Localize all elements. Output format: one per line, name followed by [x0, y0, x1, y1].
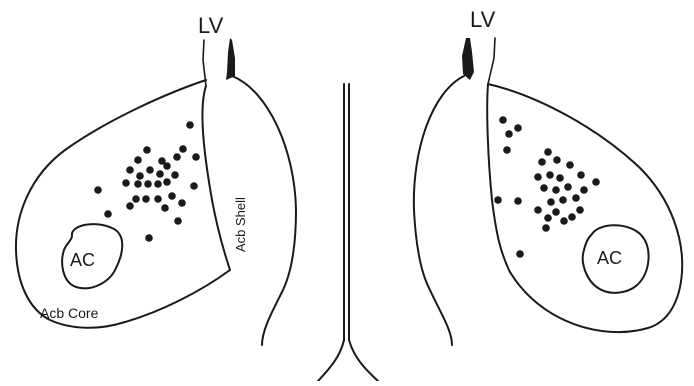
labeled-cell [143, 146, 151, 154]
labeled-cell [132, 195, 140, 203]
labeled-cell [126, 202, 134, 210]
left-lv-label: LV [198, 13, 224, 38]
labeled-cell [560, 217, 568, 225]
labeled-cell [144, 180, 152, 188]
labeled-cell [499, 116, 507, 124]
labeled-cell [104, 210, 112, 218]
labeled-cell [514, 197, 522, 205]
labeled-cell [577, 171, 585, 179]
labeled-cell [173, 153, 181, 161]
right-hemisphere: LV AC [414, 7, 682, 345]
left-accumbens-outline [16, 80, 230, 328]
labeled-cell [566, 161, 574, 169]
left-shell-boundary [202, 86, 230, 270]
right-lv-label: LV [470, 7, 496, 32]
labeled-cell [540, 184, 548, 192]
labeled-cell [126, 166, 134, 174]
labeled-cell [145, 234, 153, 242]
labeled-cell [190, 182, 198, 190]
labeled-cell [134, 180, 142, 188]
right-ac-label: AC [597, 248, 622, 268]
labeled-cell [544, 148, 552, 156]
labeled-cell [163, 162, 171, 170]
labeled-cell [163, 178, 171, 186]
acb-shell-label: Acb Shell [233, 197, 248, 252]
labeled-cell [592, 178, 600, 186]
right-shell-outer-edge [414, 76, 464, 345]
labeled-cell [547, 198, 555, 206]
labeled-cell [186, 121, 194, 129]
labeled-cell [94, 186, 102, 194]
labeled-cell [534, 206, 542, 214]
labeled-cell [568, 213, 576, 221]
left-labeled-cells [94, 121, 200, 242]
labeled-cell [546, 171, 554, 179]
labeled-cell [503, 146, 511, 154]
left-hemisphere: LV AC Acb Core Acb Shell [16, 13, 296, 345]
left-lv-fill [226, 38, 235, 80]
labeled-cell [154, 195, 162, 203]
right-lv-wall [488, 38, 495, 84]
labeled-cell [542, 224, 550, 232]
labeled-cell [156, 170, 164, 178]
labeled-cell [534, 173, 542, 181]
midline-fork-right [349, 340, 378, 381]
labeled-cell [559, 196, 567, 204]
labeled-cell [192, 153, 200, 161]
right-shell-boundary [487, 84, 510, 272]
labeled-cell [178, 199, 186, 207]
labeled-cell [514, 124, 522, 132]
labeled-cell [516, 250, 524, 258]
labeled-cell [576, 206, 584, 214]
labeled-cell [553, 156, 561, 164]
labeled-cell [494, 196, 502, 204]
labeled-cell [564, 183, 572, 191]
labeled-cell [179, 145, 187, 153]
labeled-cell [552, 208, 560, 216]
right-accumbens-outline [488, 84, 682, 332]
left-ac-label: AC [70, 250, 95, 270]
labeled-cell [134, 156, 142, 164]
labeled-cell [174, 217, 182, 225]
midline [318, 84, 378, 381]
labeled-cell [122, 179, 130, 187]
labeled-cell [556, 174, 564, 182]
labeled-cell [136, 172, 144, 180]
midline-fork-left [318, 340, 344, 381]
labeled-cell [544, 214, 552, 222]
labeled-cell [142, 195, 150, 203]
labeled-cell [168, 192, 176, 200]
labeled-cell [171, 171, 179, 179]
labeled-cell [505, 130, 513, 138]
labeled-cell [580, 186, 588, 194]
right-lv-fill [462, 38, 474, 80]
acb-core-label: Acb Core [40, 305, 99, 321]
labeled-cell [552, 186, 560, 194]
labeled-cell [161, 204, 169, 212]
labeled-cell [572, 194, 580, 202]
labeled-cell [146, 166, 154, 174]
labeled-cell [154, 180, 162, 188]
right-labeled-cells [494, 116, 600, 258]
labeled-cell [538, 158, 546, 166]
